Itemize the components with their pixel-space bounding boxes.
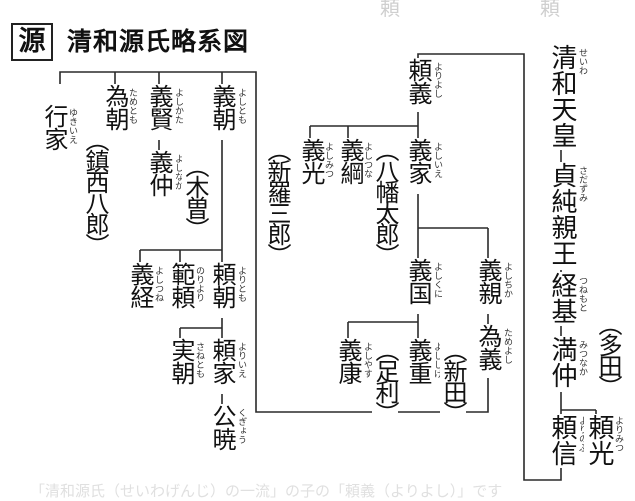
person-yoshichika: 義親 bbox=[474, 258, 502, 304]
alias-kiso: （木曽） bbox=[181, 154, 209, 238]
person-mitsunaka: 満仲 bbox=[547, 336, 577, 388]
person-kugyo: 公暁 bbox=[208, 404, 236, 450]
person-tametomo: 為朝 bbox=[101, 84, 129, 130]
person-yoshitsune: 義経 bbox=[126, 262, 154, 308]
person-yukiie: 行家 bbox=[40, 104, 68, 150]
ruby-yoritomo: よりとも bbox=[236, 266, 246, 302]
person-yoshimitsu: 義光 bbox=[297, 138, 325, 184]
ruby-mitsunaka: みつなか bbox=[577, 340, 587, 376]
ruby-yoshikuni: よしくに bbox=[432, 262, 442, 298]
person-sadazumi-shinno: 貞純親王 bbox=[547, 162, 577, 266]
bleed-text-top-right: 頼 bbox=[540, 0, 560, 20]
ruby-yukiie: ゆきいえ bbox=[67, 108, 77, 144]
person-yoriyoshi: 頼義 bbox=[404, 58, 432, 104]
ruby-yoshichika: よしちか bbox=[502, 262, 512, 298]
person-yoshikata: 義賢 bbox=[145, 84, 173, 130]
person-sanetomo: 実朝 bbox=[167, 338, 195, 384]
alias-shinra-saburo: （新羅三郎） bbox=[263, 138, 291, 264]
ruby-yoshitsune: よしつね bbox=[153, 266, 163, 302]
ruby-yoshitsuna: よしつな bbox=[362, 142, 372, 178]
ruby-yoriie: よりいえ bbox=[236, 342, 246, 378]
person-tameyoshi: 為義 bbox=[474, 324, 502, 370]
ruby-sadazumi: さだずみ bbox=[577, 166, 587, 202]
ruby-yoshimitsu: よしみつ bbox=[323, 142, 333, 178]
alias-ashikaga: （足利） bbox=[371, 338, 399, 422]
person-yoshitomo: 義朝 bbox=[208, 84, 236, 130]
person-yorimitsu: 頼光 bbox=[584, 414, 614, 466]
person-yoshiie: 義家 bbox=[404, 138, 432, 184]
ruby-sanetomo: さねとも bbox=[194, 342, 204, 378]
ruby-yorimitsu: よりみつ bbox=[613, 416, 623, 452]
ruby-yoshikata: よしかた bbox=[173, 88, 183, 124]
alias-chinzei-hachiro: （鎮西八郎） bbox=[81, 128, 109, 254]
ruby-yoshitomo: よしとも bbox=[236, 88, 246, 124]
person-yoriie: 頼家 bbox=[208, 338, 236, 384]
ruby-yoshishige: よししげ bbox=[432, 342, 442, 378]
connector-tameyoshi-sons bbox=[59, 71, 489, 413]
ruby-yoshinaka: よしなか bbox=[173, 154, 183, 190]
connector-yorinobu-yoriyoshi bbox=[417, 53, 562, 481]
ruby-yoriyoshi: よりよし bbox=[432, 62, 442, 98]
person-yorinobu: 頼信 bbox=[547, 414, 577, 466]
ruby-tsunemoto: つねもと bbox=[577, 276, 587, 312]
ruby-noriyori: のりより bbox=[194, 266, 204, 302]
ruby-yoshiyasu: よしやす bbox=[362, 342, 372, 378]
alias-hachiman-taro: （八幡太郎） bbox=[371, 138, 399, 264]
person-noriyori: 範頼 bbox=[167, 262, 195, 308]
ruby-tameyoshi: ためよし bbox=[502, 328, 512, 364]
person-seiwa-tenno: 清和天皇 bbox=[547, 44, 577, 148]
person-yoshinaka: 義仲 bbox=[145, 150, 173, 196]
diagram-title: 清和源氏略系図 bbox=[67, 27, 250, 56]
ruby-seiwa: せいわ bbox=[577, 48, 587, 75]
person-yoshikuni: 義国 bbox=[404, 258, 432, 304]
alias-tada: （多田） bbox=[594, 312, 622, 396]
title-badge: 源 bbox=[11, 23, 53, 61]
ruby-yoshiie: よしいえ bbox=[432, 142, 442, 178]
ruby-yorinobu: よりのぶ bbox=[577, 416, 587, 452]
person-yoritomo: 頼朝 bbox=[208, 262, 236, 308]
person-yoshishige: 義重 bbox=[404, 338, 432, 384]
ruby-kugyo: くぎょう bbox=[236, 408, 246, 444]
person-tsunemoto: 経基 bbox=[547, 272, 577, 324]
alias-nitta: （新田） bbox=[439, 338, 467, 422]
person-yoshitsuna: 義綱 bbox=[336, 138, 364, 184]
ruby-tametomo: ためとも bbox=[127, 88, 137, 124]
bleed-text-top-left: 頼 bbox=[380, 0, 400, 20]
person-yoshiyasu: 義康 bbox=[334, 338, 362, 384]
bleed-text-bottom: 「清和源氏（せいわげんじ）の一流」の子の「頼義（よりよし）」です bbox=[30, 482, 503, 500]
